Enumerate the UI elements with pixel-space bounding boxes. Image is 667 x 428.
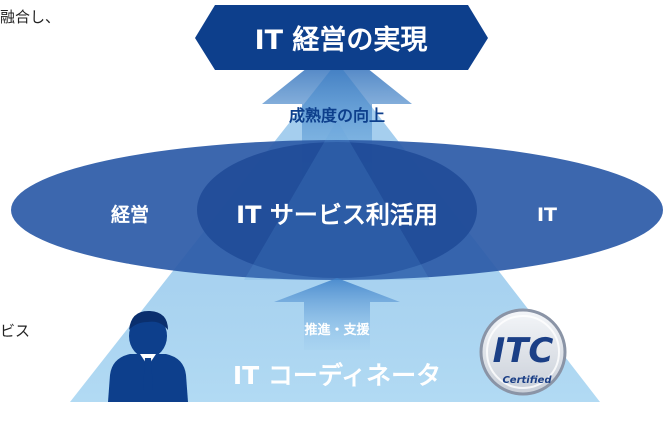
center-label: IT サービス利活用 [236,201,438,229]
lower-arrow [274,278,400,350]
upper-arrow [262,44,412,185]
oval-triangle-overlap [244,120,430,280]
badge-text: ITC [493,331,554,371]
text-fragment-top-left: 融合し、 [0,8,61,26]
text-fragment-mid-left: ビス [0,322,31,340]
oval-label-it: IT [537,204,557,226]
maturity-label: 成熟度の向上 [289,106,385,125]
goal-banner [195,5,488,70]
itc-certified-badge: ITC Certified [479,308,567,396]
businessman-icon [108,310,188,402]
badge-subtext: Certified [502,375,552,386]
oval-label-management: 経営 [111,203,149,226]
role-label: IT コーディネータ [233,361,441,390]
promotion-label: 推進・支援 [304,322,370,338]
goal-title: IT 経営の実現 [255,24,428,56]
center-overlap [197,142,477,278]
